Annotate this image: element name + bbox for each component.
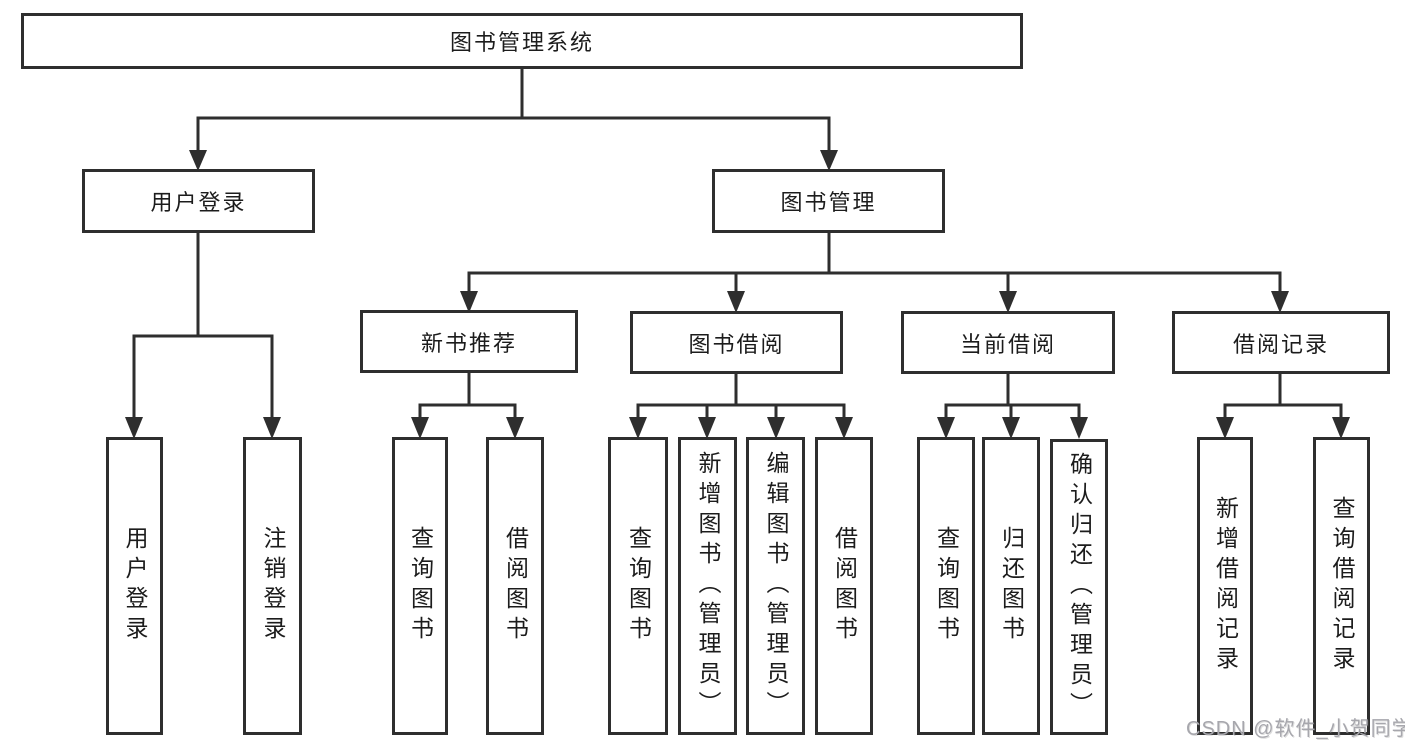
node-current-borrow: 当前借阅	[901, 311, 1115, 374]
node-label: 查询借阅记录	[1329, 496, 1355, 676]
node-label: 图书管理	[780, 190, 877, 215]
node-book-management: 图书管理	[712, 169, 945, 233]
node-label: 编辑图书（管理员）	[763, 451, 789, 721]
leaf-borrow-books-1: 借阅图书	[486, 437, 544, 735]
node-label: 查询图书	[407, 526, 434, 646]
node-label: 图书管理系统	[449, 30, 594, 55]
node-label: 新增借阅记录	[1212, 496, 1239, 676]
node-label: 注销登录	[260, 526, 286, 646]
leaf-confirm-return-admin: 确认归还（管理员）	[1050, 439, 1108, 735]
watermark-text: CSDN @软件_小贺同学	[1186, 718, 1405, 740]
node-label: 借阅图书	[831, 526, 858, 646]
node-book-borrow: 图书借阅	[630, 311, 843, 374]
arrowheads	[125, 150, 1350, 439]
leaf-query-books-2: 查询图书	[608, 437, 668, 735]
node-label: 确认归还（管理员）	[1066, 452, 1093, 722]
node-label: 借阅图书	[502, 526, 529, 646]
node-new-book-recommend: 新书推荐	[360, 310, 578, 373]
leaf-query-books-1: 查询图书	[392, 437, 448, 735]
leaf-user-login: 用户登录	[106, 437, 163, 735]
node-label: 归还图书	[998, 526, 1025, 646]
node-label: 借阅记录	[1232, 331, 1329, 357]
node-label: 新书推荐	[420, 330, 517, 356]
leaf-borrow-books-2: 借阅图书	[815, 437, 873, 735]
leaf-add-book-admin: 新增图书（管理员）	[678, 437, 737, 735]
leaf-logout: 注销登录	[243, 437, 302, 735]
node-label: 查询图书	[625, 526, 652, 646]
node-label: 新增图书（管理员）	[695, 451, 721, 721]
leaf-edit-book-admin: 编辑图书（管理员）	[746, 437, 805, 735]
leaf-add-borrow-record: 新增借阅记录	[1197, 437, 1253, 735]
node-label: 查询图书	[933, 526, 960, 646]
node-borrow-records: 借阅记录	[1172, 311, 1390, 374]
node-user-login: 用户登录	[82, 169, 315, 233]
leaf-query-books-3: 查询图书	[917, 437, 975, 735]
leaf-return-book: 归还图书	[982, 437, 1040, 735]
node-label: 用户登录	[122, 526, 148, 646]
node-label: 当前借阅	[959, 331, 1056, 357]
node-label: 图书借阅	[688, 331, 785, 357]
node-label: 用户登录	[150, 190, 247, 215]
node-root: 图书管理系统	[21, 13, 1023, 69]
leaf-query-borrow-record: 查询借阅记录	[1313, 437, 1370, 735]
